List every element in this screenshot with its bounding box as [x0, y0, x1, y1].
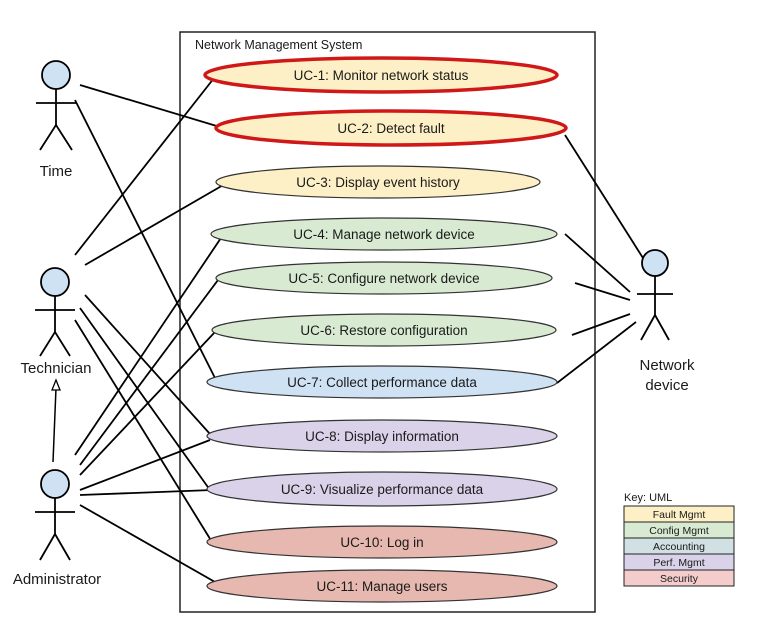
- legend-label-accounting: Accounting: [653, 541, 705, 553]
- uc-1-label: UC-1: Monitor network status: [294, 68, 469, 83]
- assoc-tech-uc1: [74, 72, 219, 256]
- assoc-device-uc2: [564, 134, 644, 259]
- use-case-uc-11: UC-11: Manage users: [206, 569, 558, 603]
- actor-technician-label: Technician: [21, 360, 92, 377]
- system-title: Network Management System: [195, 38, 362, 52]
- assoc-tech-uc9: [79, 307, 211, 491]
- assoc-admin-uc9: [79, 489, 213, 496]
- actor-network-device-head: [641, 249, 669, 277]
- legend: Key: UML Fault Mgmt Config Mgmt Accounti…: [623, 492, 735, 587]
- uc-7-label: UC-7: Collect performance data: [287, 375, 477, 390]
- use-case-uc-7: UC-7: Collect performance data: [206, 365, 558, 399]
- legend-label-fault: Fault Mgmt: [653, 509, 706, 521]
- use-case-uc-6: UC-6: Restore configuration: [211, 313, 557, 347]
- assoc-time-uc7: [74, 99, 216, 379]
- use-case-uc-1: UC-1: Monitor network status: [203, 56, 559, 94]
- uc-2-label: UC-2: Detect fault: [337, 121, 445, 136]
- use-case-uc-4: UC-4: Manage network device: [210, 217, 558, 251]
- actor-network-device-label-line2: device: [645, 377, 688, 394]
- actor-time-label: Time: [40, 163, 73, 180]
- system-boundary: [179, 31, 596, 613]
- assoc-tech-uc10: [74, 319, 213, 543]
- legend-label-perf: Perf. Mgmt: [653, 557, 704, 569]
- assoc-tech-uc8: [84, 294, 211, 435]
- uc-6-label: UC-6: Restore configuration: [300, 323, 467, 338]
- use-case-uc-3: UC-3: Display event history: [215, 165, 541, 199]
- actor-time: [36, 60, 76, 151]
- use-case-uc-10: UC-10: Log in: [206, 525, 558, 559]
- assoc-device-uc7: [556, 321, 637, 384]
- assoc-device-uc6: [571, 313, 631, 336]
- generalization-line: [52, 387, 57, 463]
- uc-9-label: UC-9: Visualize performance data: [281, 482, 484, 497]
- use-case-uc-5: UC-5: Configure network device: [215, 261, 553, 295]
- actor-administrator-label: Administrator: [13, 571, 101, 588]
- actor-technician: [35, 267, 75, 357]
- assoc-device-uc4: [564, 233, 631, 293]
- use-case-uc-8: UC-8: Display information: [206, 419, 558, 453]
- actor-network-device: [637, 249, 673, 341]
- assoc-time-uc2: [79, 84, 231, 131]
- uc-3-label: UC-3: Display event history: [296, 175, 460, 190]
- legend-label-security: Security: [660, 573, 699, 585]
- use-case-uc-2: UC-2: Detect fault: [214, 109, 568, 147]
- legend-title: Key: UML: [624, 492, 672, 504]
- assoc-admin-uc5: [79, 279, 219, 466]
- assoc-device-uc5: [574, 282, 631, 301]
- uc-10-label: UC-10: Log in: [340, 535, 423, 550]
- assoc-admin-uc11: [79, 504, 223, 587]
- generalization-arrowhead: [51, 378, 61, 391]
- actor-time-head: [41, 60, 71, 90]
- assoc-tech-uc3: [84, 183, 226, 266]
- associations: [74, 72, 644, 587]
- legend-label-config: Config Mgmt: [649, 525, 709, 537]
- legend-swatch-security: [623, 569, 735, 587]
- assoc-admin-uc4: [74, 231, 226, 456]
- actor-network-device-label-line1: Network: [639, 357, 695, 374]
- uc-8-label: UC-8: Display information: [305, 429, 459, 444]
- use-case-uc-9: UC-9: Visualize performance data: [206, 471, 558, 507]
- actor-administrator: [35, 469, 75, 561]
- uc-4-label: UC-4: Manage network device: [293, 227, 475, 242]
- uc-11-label: UC-11: Manage users: [316, 579, 447, 594]
- assoc-admin-uc8: [79, 439, 211, 491]
- assoc-admin-uc6: [79, 331, 216, 476]
- actor-administrator-head: [40, 469, 70, 499]
- actor-technician-head: [40, 267, 70, 297]
- uc-5-label: UC-5: Configure network device: [288, 271, 479, 286]
